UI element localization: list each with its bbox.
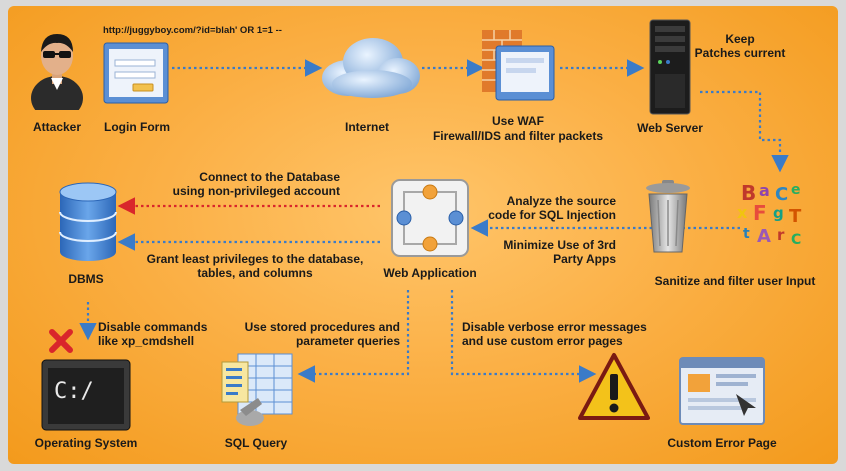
waf-label-line2: Firewall/IDS and filter packets xyxy=(432,129,604,143)
arrow-webapp-to-error xyxy=(450,290,597,383)
web-application-icon xyxy=(391,179,469,257)
sql-query-icon xyxy=(221,353,293,426)
dbms-label: DBMS xyxy=(68,272,104,286)
operating-system-label: Operating System xyxy=(34,436,138,450)
terminal-icon: C:/ xyxy=(41,359,131,431)
disable-commands-line1: Disable commands xyxy=(98,320,208,334)
trash-can-icon xyxy=(646,180,690,253)
svg-text:A: A xyxy=(757,226,771,247)
terminal-prompt: C:/ xyxy=(54,379,94,404)
keep-patches-line2: Patches current xyxy=(694,46,786,60)
svg-text:T: T xyxy=(789,206,802,227)
svg-text:B: B xyxy=(741,181,756,205)
disable-commands-line2: like xp_cmdshell xyxy=(98,334,195,348)
warning-icon xyxy=(578,353,650,420)
red-x-icon xyxy=(49,329,73,353)
custom-error-page-label: Custom Error Page xyxy=(667,436,777,450)
cloud-icon xyxy=(322,38,420,98)
svg-text:a: a xyxy=(759,181,770,200)
server-icon xyxy=(649,19,691,115)
stored-procedures-line1: Use stored procedures and xyxy=(244,320,400,334)
keep-patches-line1: Keep xyxy=(725,32,755,46)
waf-label-line1: Use WAF xyxy=(491,114,545,128)
login-form-label: Login Form xyxy=(104,120,170,134)
attacker-icon xyxy=(31,34,83,110)
injection-url-text: http://juggyboy.com/?id=blah' OR 1=1 -- xyxy=(103,25,282,36)
svg-text:g: g xyxy=(773,204,784,222)
stored-procedures-line2: parameter queries xyxy=(295,334,400,348)
login-form-icon xyxy=(103,42,169,104)
svg-text:C: C xyxy=(775,184,788,205)
verbose-errors-line2: and use custom error pages xyxy=(462,334,623,348)
svg-text:C: C xyxy=(791,232,801,248)
arrow-webapp-to-sql xyxy=(297,290,410,383)
internet-label: Internet xyxy=(344,120,390,134)
sanitize-label: Sanitize and filter user Input xyxy=(654,274,816,288)
analyze-label-line2: code for SQL Injection xyxy=(488,208,616,222)
analyze-label-line1: Analyze the source xyxy=(506,194,616,208)
svg-text:F: F xyxy=(753,201,767,225)
minimize-label-line1: Minimize Use of 3rd xyxy=(503,238,616,252)
svg-text:e: e xyxy=(791,182,801,198)
web-server-label: Web Server xyxy=(637,121,703,135)
waf-firewall-icon xyxy=(482,30,555,101)
svg-text:r: r xyxy=(777,226,785,244)
error-page-icon xyxy=(679,357,765,425)
letters-icon: B a C e x F g T t A r C xyxy=(737,181,802,248)
connect-label-line1: Connect to the Database xyxy=(199,170,340,184)
sql-query-label: SQL Query xyxy=(224,436,288,450)
database-icon xyxy=(59,182,117,261)
svg-text:x: x xyxy=(737,203,748,222)
minimize-label-line2: Party Apps xyxy=(553,252,616,266)
grant-label-line2: tables, and columns xyxy=(197,266,313,280)
web-application-label: Web Application xyxy=(383,266,477,280)
grant-label-line1: Grant least privileges to the database, xyxy=(146,252,364,266)
svg-text:t: t xyxy=(743,226,750,242)
connect-label-line2: using non-privileged account xyxy=(172,184,340,198)
verbose-errors-line1: Disable verbose error messages xyxy=(462,320,647,334)
attacker-label: Attacker xyxy=(32,120,82,134)
arrow-server-to-sanitize xyxy=(700,90,789,173)
